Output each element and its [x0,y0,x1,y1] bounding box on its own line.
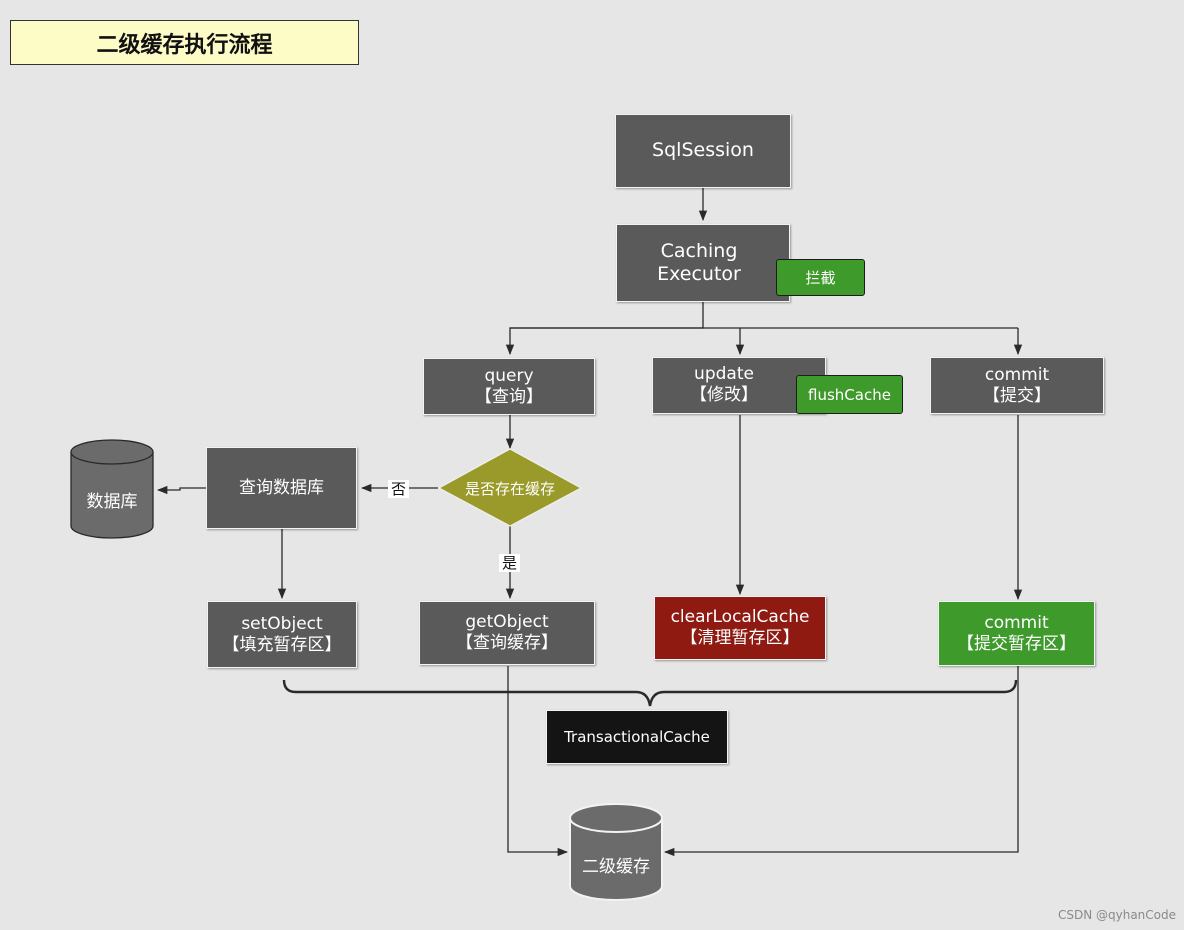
edge-label-no: 否 [388,480,410,498]
transactional-cache-label: TransactionalCache [564,727,710,746]
query-database-node: 查询数据库 [206,447,357,529]
database-cylinder [70,439,154,539]
caching-executor-line1: Caching [660,239,738,262]
intercept-tag: 拦截 [776,259,865,296]
commit-line1: commit [984,364,1050,385]
caching-executor-node: Caching Executor [616,224,790,302]
transactional-brace [282,679,1018,707]
query-node: query 【查询】 [423,358,595,415]
decision-label: 是否存在缓存 [464,480,555,498]
watermark: CSDN @qyhanCode [1057,908,1176,922]
sqlsession-label: SqlSession [652,139,754,162]
clear-local-cache-line1: clearLocalCache [670,607,810,628]
edge-querydb-database [156,485,206,495]
set-object-line1: setObject [241,613,323,634]
sqlsession-node: SqlSession [615,114,791,188]
set-object-node: setObject 【填充暂存区】 [207,601,357,668]
second-level-cache-cylinder [569,803,663,901]
clear-local-cache-line2: 【清理暂存区】 [680,628,800,648]
query-line2: 【查询】 [475,386,543,407]
commit-line2: 【提交】 [983,385,1051,406]
second-level-cache-label: 二级缓存 [582,857,650,877]
get-object-line1: getObject [465,612,549,633]
query-database-label: 查询数据库 [239,477,324,498]
commit-staging-node: commit 【提交暂存区】 [938,601,1095,666]
clear-local-cache-node: clearLocalCache 【清理暂存区】 [654,596,826,660]
page-title: 二级缓存执行流程 [10,20,359,65]
flush-cache-tag: flushCache [796,375,903,414]
commit-staging-line1: commit [984,612,1049,633]
get-object-node: getObject 【查询缓存】 [419,601,595,665]
update-line2: 【修改】 [690,384,758,405]
edge-getobject-cache [507,666,569,857]
edge-label-yes: 是 [499,554,521,572]
transactional-cache-node: TransactionalCache [546,710,728,764]
commit-staging-line2: 【提交暂存区】 [957,633,1076,654]
set-object-line2: 【填充暂存区】 [222,634,342,655]
database-label: 数据库 [86,492,138,512]
commit-node: commit 【提交】 [930,357,1104,414]
edge-commitstaging-cache [663,666,1019,857]
get-object-line2: 【查询缓存】 [456,633,558,653]
update-line1: update [694,364,754,384]
query-line1: query [484,365,534,386]
caching-executor-line2: Executor [657,263,741,285]
decision-diamond [437,448,583,527]
